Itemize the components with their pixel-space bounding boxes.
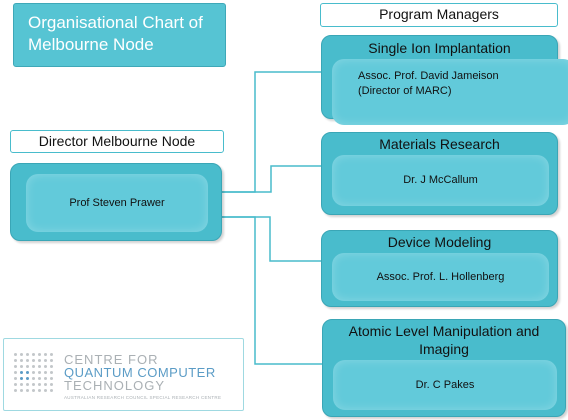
program-title: Atomic Level Manipulation and Imaging (323, 322, 565, 358)
logo-text-line3: TECHNOLOGY (64, 378, 166, 393)
program-title-line1: Atomic Level Manipulation and (348, 323, 540, 339)
program-node-materials-research: Materials Research Dr. J McCallum (321, 132, 558, 215)
director-label: Director Melbourne Node (10, 130, 224, 153)
program-title-line2: Imaging (419, 341, 469, 357)
chart-title: Organisational Chart of Melbourne Node (13, 3, 226, 67)
dot-grid-logo-icon (14, 353, 56, 395)
person-name: Assoc. Prof. L. Hollenberg (332, 253, 549, 301)
director-node: Prof Steven Prawer (10, 163, 222, 241)
connector-to-atomic-level-manipulation (222, 216, 322, 365)
person-name: Dr. C Pakes (333, 360, 557, 410)
program-person: Assoc. Prof. David Jameison (Director of… (332, 59, 568, 125)
program-node-atomic-level-manipulation: Atomic Level Manipulation and Imaging Dr… (322, 319, 566, 417)
program-title: Materials Research (379, 136, 500, 152)
program-managers-label: Program Managers (320, 3, 558, 27)
connector-to-materials-research (222, 165, 321, 193)
program-node-single-ion-implantation: Single Ion Implantation Assoc. Prof. Dav… (321, 35, 568, 125)
program-title: Single Ion Implantation (368, 40, 511, 56)
connector-to-device-modeling (222, 216, 321, 262)
logo-text-line4: AUSTRALIAN RESEARCH COUNCIL SPECIAL RESE… (64, 395, 222, 400)
program-title: Device Modeling (387, 234, 492, 250)
logo-text-line2: QUANTUM COMPUTER (64, 365, 216, 380)
person-name: Assoc. Prof. David Jameison (358, 70, 499, 82)
person-name: Dr. J McCallum (332, 155, 549, 206)
logo-text-line1: CENTRE FOR (64, 352, 159, 367)
cqct-logo: CENTRE FOR QUANTUM COMPUTER TECHNOLOGY A… (3, 338, 244, 411)
program-node-device-modeling: Device Modeling Assoc. Prof. L. Hollenbe… (321, 230, 558, 307)
director-name: Prof Steven Prawer (26, 174, 208, 232)
person-role: (Director of MARC) (358, 85, 452, 97)
